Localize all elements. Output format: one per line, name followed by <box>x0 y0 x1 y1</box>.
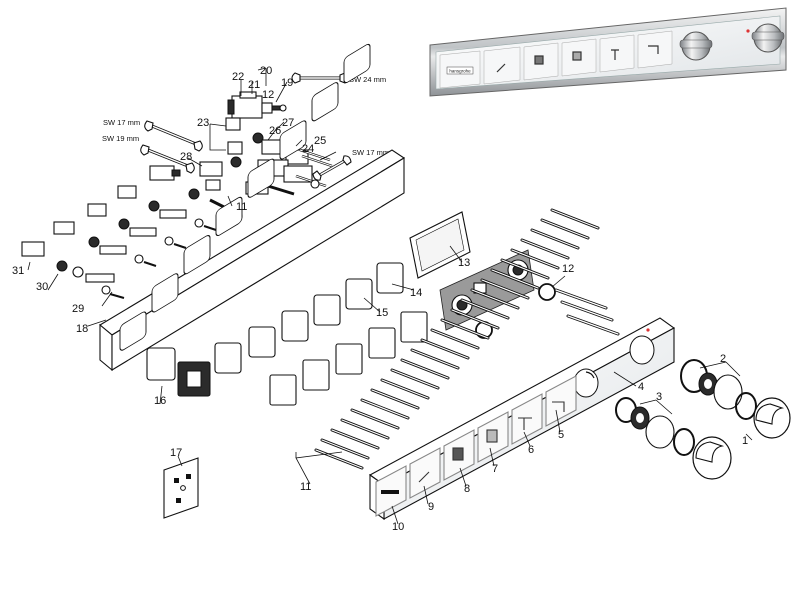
callout-17: 17 <box>170 447 182 459</box>
wrench-sw24 <box>291 72 349 84</box>
wrench-sw17-left-label: SW 17 mm <box>103 118 140 127</box>
wrench-sw17-right-label: SW 17 mm <box>352 148 389 157</box>
button-6 <box>511 393 543 445</box>
wrench-sw24-label: SW 24 mm <box>349 75 386 84</box>
stop-valve-row-3 <box>53 221 157 267</box>
callout-25: 25 <box>314 135 326 147</box>
button-5 <box>545 375 577 427</box>
wrench-sw17-right <box>312 155 352 181</box>
brand-plate-text: hansgrohe <box>449 69 471 74</box>
stop-valve-row-2 <box>87 203 187 249</box>
callout-30: 30 <box>36 281 48 293</box>
gasket-row <box>177 311 428 406</box>
stop-valve-row-1 <box>117 185 217 231</box>
callout-27: 27 <box>282 117 294 129</box>
callout-16: 16 <box>154 395 166 407</box>
callout-9: 9 <box>428 501 434 513</box>
leader-lines <box>27 67 753 525</box>
callout-7: 7 <box>492 463 498 475</box>
stop-valve-rows <box>21 185 217 299</box>
callout-4: 4 <box>638 381 644 393</box>
callout-18: 18 <box>76 323 88 335</box>
callout-28: 28 <box>180 151 192 163</box>
stop-valve-row-4 <box>21 241 125 299</box>
callout-8: 8 <box>464 483 470 495</box>
callout-15: 15 <box>376 307 388 319</box>
callout-11-lower: 11 <box>300 481 311 493</box>
callout-11-upper: 11 <box>236 201 247 213</box>
callout-6: 6 <box>528 444 534 456</box>
callout-22: 22 <box>232 71 244 83</box>
wrench-sw17-left <box>144 120 203 152</box>
rough-in-seal-frame <box>409 211 471 279</box>
trim-set-3 <box>615 397 695 456</box>
callout-29: 29 <box>72 303 84 315</box>
brand-plate <box>446 66 474 75</box>
callout-24: 24 <box>302 143 314 155</box>
callout-13: 13 <box>458 257 470 269</box>
callout-12-lower: 12 <box>562 263 574 275</box>
o-ring-12 <box>538 283 556 301</box>
mixer-valve-block <box>439 249 535 331</box>
product-photo: hansgrohe <box>429 7 787 97</box>
button-10 <box>375 465 407 517</box>
callout-14: 14 <box>410 287 422 299</box>
callout-10: 10 <box>392 521 404 533</box>
button-7 <box>477 411 509 463</box>
callout-23: 23 <box>197 117 209 129</box>
callout-12-upper: 12 <box>262 89 274 101</box>
callout-1: 1 <box>742 435 748 447</box>
product-button-icons <box>496 45 659 73</box>
thermostat-knob-2 <box>692 436 732 480</box>
function-buttons <box>375 375 577 517</box>
callout-2: 2 <box>720 353 726 365</box>
wrench-sw19 <box>140 144 195 174</box>
callout-3: 3 <box>656 391 662 403</box>
product-thermostat-knobs <box>679 23 785 61</box>
callout-20: 20 <box>260 65 272 77</box>
wrench-sw19-label: SW 19 mm <box>102 134 139 143</box>
callout-numbers: 1 2 3 4 5 6 7 8 9 10 11 11 12 12 13 14 1… <box>12 65 748 533</box>
thermostat-knob-1 <box>753 397 791 439</box>
blanking-plate-17 <box>163 457 199 519</box>
callout-26: 26 <box>269 125 281 137</box>
button-8 <box>443 429 475 481</box>
trim-set-2 <box>680 359 757 420</box>
callout-31: 31 <box>12 265 24 277</box>
callout-19: 19 <box>281 77 293 89</box>
thermostat-cartridge <box>227 91 287 119</box>
installation-frame-openings <box>119 43 371 351</box>
callout-21: 21 <box>248 79 260 91</box>
callout-5: 5 <box>558 429 564 441</box>
button-9 <box>409 447 441 499</box>
mounting-screws <box>314 208 620 470</box>
installation-frame <box>99 43 406 372</box>
